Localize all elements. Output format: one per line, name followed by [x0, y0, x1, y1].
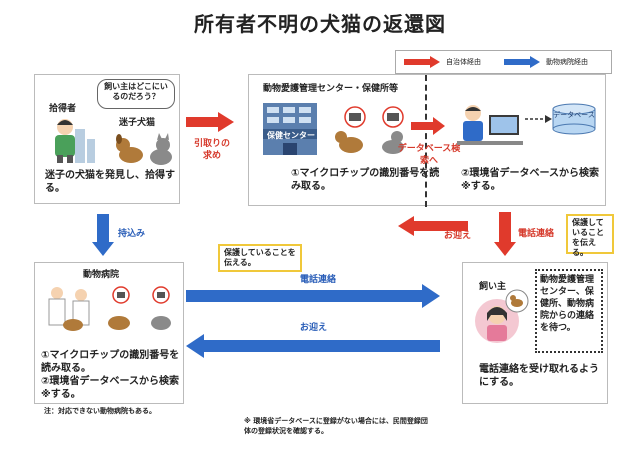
- phone-red-label: 電話連絡: [518, 229, 555, 239]
- pickup-blue-label: お迎え: [300, 323, 328, 333]
- finder-person-illustration: [55, 119, 95, 163]
- db-search-arrow: [411, 117, 445, 135]
- db-dashed-arrow: [525, 115, 552, 123]
- hospital-step1: ①マイクロチップの識別番号を読み取る。: [41, 350, 180, 374]
- stray-animal-label: 迷子犬猫: [119, 118, 156, 128]
- pickup-red-label: お迎え: [444, 231, 472, 241]
- owner-thought-dog-icon: [505, 289, 529, 313]
- notify-hospital-note: 保護していることを伝える。: [218, 244, 302, 272]
- center-step1: ①マイクロチップの識別番号を読み取る。: [291, 168, 440, 192]
- notify-owner-note: 保護していることを伝える。: [566, 214, 614, 257]
- hospital-box: 動物病院 ①マイクロチップの識別番号を読み取る。 ②環境省データベースから検索※…: [34, 262, 184, 404]
- bring-in-arrow: [92, 214, 114, 256]
- phone-blue-arrow: [186, 284, 440, 308]
- hospital-step2: ②環境省データベースから検索※する。: [41, 376, 179, 400]
- hospital-staff-illustration: [48, 286, 171, 331]
- page-title: 所有者不明の犬猫の返還図: [194, 12, 446, 36]
- footnote: ※ 環境省データベースに登録がない場合には、民間登録団体の登録状況を確認する。: [244, 417, 428, 435]
- legend-blue-label: 動物病院経由: [546, 58, 588, 66]
- finder-box: 拾得者 飼い主はどこにいるのだろう？ 迷子犬猫 迷子の犬猫を発見し、拾得する。: [34, 74, 180, 204]
- database-icon: [552, 103, 596, 135]
- building-sign: 保健センター: [267, 131, 315, 140]
- center-step2: ②環境省データベースから検索※する。: [461, 168, 599, 192]
- center-animals-scan-illustration: [335, 106, 404, 154]
- owner-description: 電話連絡を受け取れるようにする。: [479, 364, 599, 388]
- legend: 自治体経由 動物病院経由: [395, 50, 612, 74]
- center-divider: [425, 75, 427, 207]
- request-arrow-label: 引取りの求め: [193, 139, 230, 161]
- operator-computer-illustration: [457, 105, 523, 145]
- pickup-blue-arrow: [186, 334, 440, 358]
- phone-red-arrow: [494, 212, 516, 256]
- pickup-red-arrow: [398, 216, 468, 236]
- request-arrow: [186, 112, 234, 132]
- owner-label: 飼い主: [479, 282, 507, 292]
- bring-in-label: 持込み: [118, 229, 146, 239]
- database-label: データベース: [553, 111, 595, 119]
- stray-dog-cat-illustration: [116, 133, 172, 165]
- db-search-label: データベース検索へ: [397, 144, 461, 166]
- legend-red-arrow: [404, 56, 440, 68]
- hospital-note: 注：対応できない動物病院もある。: [44, 407, 156, 415]
- center-title: 動物愛護管理センター・保健所等: [263, 84, 399, 94]
- legend-red-label: 自治体経由: [446, 58, 481, 66]
- finder-thought-bubble: 飼い主はどこにいるのだろう？: [97, 79, 175, 109]
- owner-wait-note: 動物愛護管理センター、保健所、動物病院からの連絡を待つ。: [535, 269, 603, 353]
- phone-blue-label: 電話連絡: [300, 275, 337, 285]
- finder-description: 迷子の犬猫を発見し、拾得する。: [45, 170, 175, 194]
- health-center-building: [263, 103, 317, 155]
- legend-blue-arrow: [504, 56, 540, 68]
- owner-illustration: [475, 299, 519, 343]
- owner-box: 飼い主 動物愛護管理センター、保健所、動物病院からの連絡を待つ。 電話連絡を受け…: [462, 262, 608, 404]
- finder-label: 拾得者: [49, 104, 77, 114]
- center-box: 動物愛護管理センター・保健所等 保健センター ①マイクロチップの識別番号を読み取…: [248, 74, 606, 207]
- hospital-title: 動物病院: [83, 270, 120, 280]
